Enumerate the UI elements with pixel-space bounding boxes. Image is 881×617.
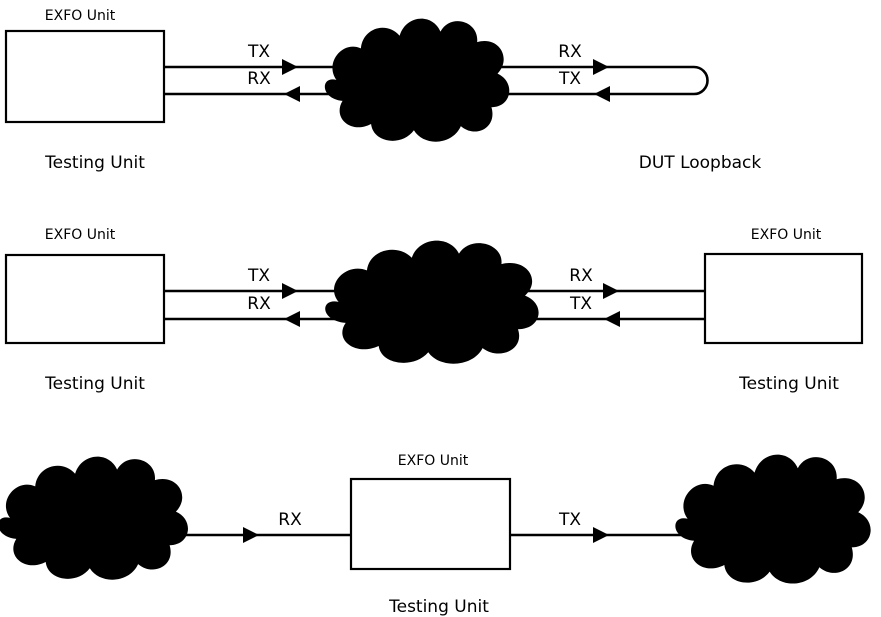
- left-unit-header: EXFO Unit: [45, 8, 116, 24]
- dut-loopback-caption: DUT Loopback: [639, 153, 762, 173]
- tx-label-right: TX: [569, 294, 592, 314]
- right-cloud-text-line1: Network: [733, 502, 804, 522]
- tx-label: TX: [558, 510, 581, 530]
- rx-arrow-right: [593, 59, 609, 75]
- diagram-through-mode: Network under test RX EXFO Unit Testing …: [0, 453, 871, 617]
- tx-arrow: [593, 527, 609, 543]
- right-cloud-text-line2: under test: [729, 526, 817, 546]
- tx-arrow-right: [594, 86, 610, 102]
- rx-label-left: RX: [247, 294, 271, 314]
- rx-label-right: RX: [569, 266, 593, 286]
- right-unit-header: EXFO Unit: [751, 227, 822, 243]
- rx-arrow: [243, 527, 259, 543]
- rx-label-right: RX: [558, 42, 582, 62]
- tx-arrow-left: [282, 59, 298, 75]
- left-cloud-text-line1: Network: [55, 502, 126, 522]
- testing-unit-box: [349, 477, 512, 571]
- rx-arrow-left: [284, 86, 300, 102]
- cloud-text-line2: under test: [374, 308, 462, 328]
- tx-label-left: TX: [247, 266, 270, 286]
- right-unit-caption: Testing Unit: [738, 374, 839, 394]
- diagram-dut-loopback: EXFO Unit Testing Unit TX RX Network und…: [4, 8, 762, 173]
- rx-label-left: RX: [247, 69, 271, 89]
- rx-arrow-left: [284, 311, 300, 327]
- cloud-text-line1: Network: [382, 283, 453, 303]
- tx-arrow-right: [604, 311, 620, 327]
- left-unit-header: EXFO Unit: [45, 227, 116, 243]
- right-testing-unit-box: [703, 252, 864, 345]
- rx-arrow-right: [603, 283, 619, 299]
- unit-header: EXFO Unit: [398, 453, 469, 469]
- left-unit-caption: Testing Unit: [44, 374, 145, 394]
- diagram-dual-test: EXFO Unit Testing Unit TX RX Network und…: [4, 227, 864, 394]
- tx-label-right: TX: [558, 69, 581, 89]
- left-testing-unit-box: [4, 29, 166, 124]
- unit-caption: Testing Unit: [388, 597, 489, 617]
- left-unit-caption: Testing Unit: [44, 153, 145, 173]
- tx-label-left: TX: [247, 42, 270, 62]
- cloud-text-line2: under test: [374, 86, 462, 106]
- loopback-curve: [693, 65, 709, 96]
- left-cloud-text-line2: under test: [51, 526, 139, 546]
- rx-label: RX: [278, 510, 302, 530]
- tx-arrow-left: [282, 283, 298, 299]
- left-testing-unit-box: [4, 253, 166, 345]
- cloud-text-line1: Network: [382, 62, 453, 82]
